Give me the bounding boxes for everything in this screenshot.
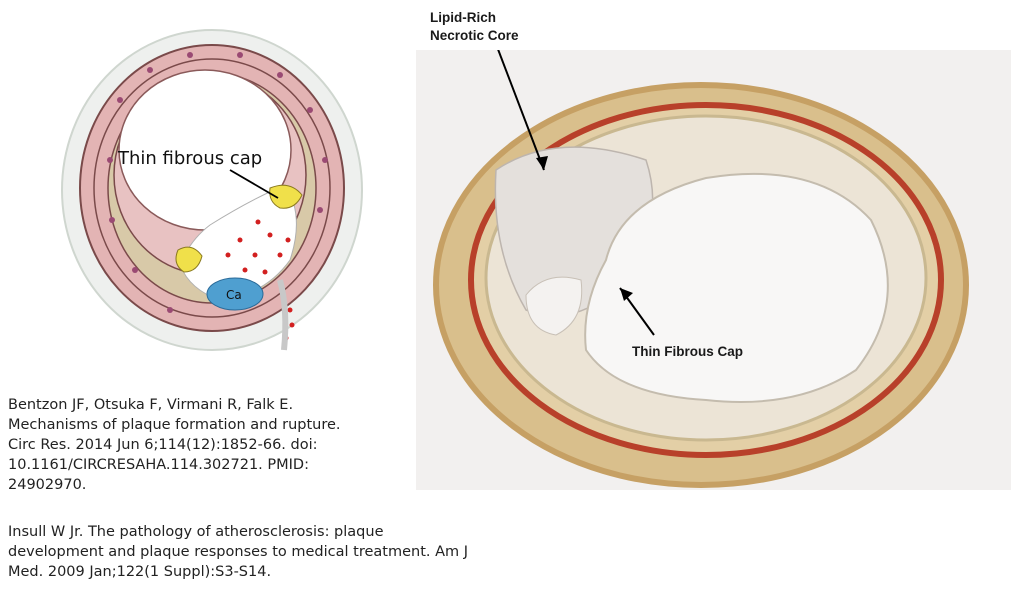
core-label-line2: Necrotic Core <box>430 28 519 43</box>
core-arrowhead <box>536 156 548 170</box>
citation-line: 24902970. <box>8 477 87 493</box>
calcium-deposit <box>206 277 264 311</box>
cell-nuclei <box>107 52 328 313</box>
citation-line: development and plaque responses to medi… <box>8 544 469 560</box>
citation-line: Mechanisms of plaque formation and ruptu… <box>8 417 341 433</box>
histology-cap-label: Thin Fibrous Cap <box>632 344 743 359</box>
cap-arrowhead <box>620 288 633 301</box>
cap-pointer-line <box>229 169 279 199</box>
citation-line: Circ Res. 2014 Jun 6;114(12):1852-66. do… <box>8 437 318 453</box>
citation-bentzon: Bentzon JF, Otsuka F, Virmani R, Falk E.… <box>8 395 341 495</box>
citation-insull: Insull W Jr. The pathology of atheroscle… <box>8 522 468 582</box>
citation-line: Bentzon JF, Otsuka F, Virmani R, Falk E. <box>8 397 294 413</box>
histology-image <box>416 50 1011 490</box>
diagram-cap-label: Thin fibrous cap <box>118 148 263 169</box>
diagram-calcium-label: Ca <box>226 288 242 302</box>
citation-line: Med. 2009 Jan;122(1 Suppl):S3-S14. <box>8 564 272 580</box>
core-label-line1: Lipid-Rich <box>430 10 496 25</box>
vessel-lumen <box>584 172 889 403</box>
citation-line: Insull W Jr. The pathology of atheroscle… <box>8 524 384 540</box>
citation-line: 10.1161/CIRCRESAHA.114.302721. PMID: <box>8 457 309 473</box>
artery-illustration <box>61 29 363 351</box>
core-arrow-line <box>497 50 545 171</box>
